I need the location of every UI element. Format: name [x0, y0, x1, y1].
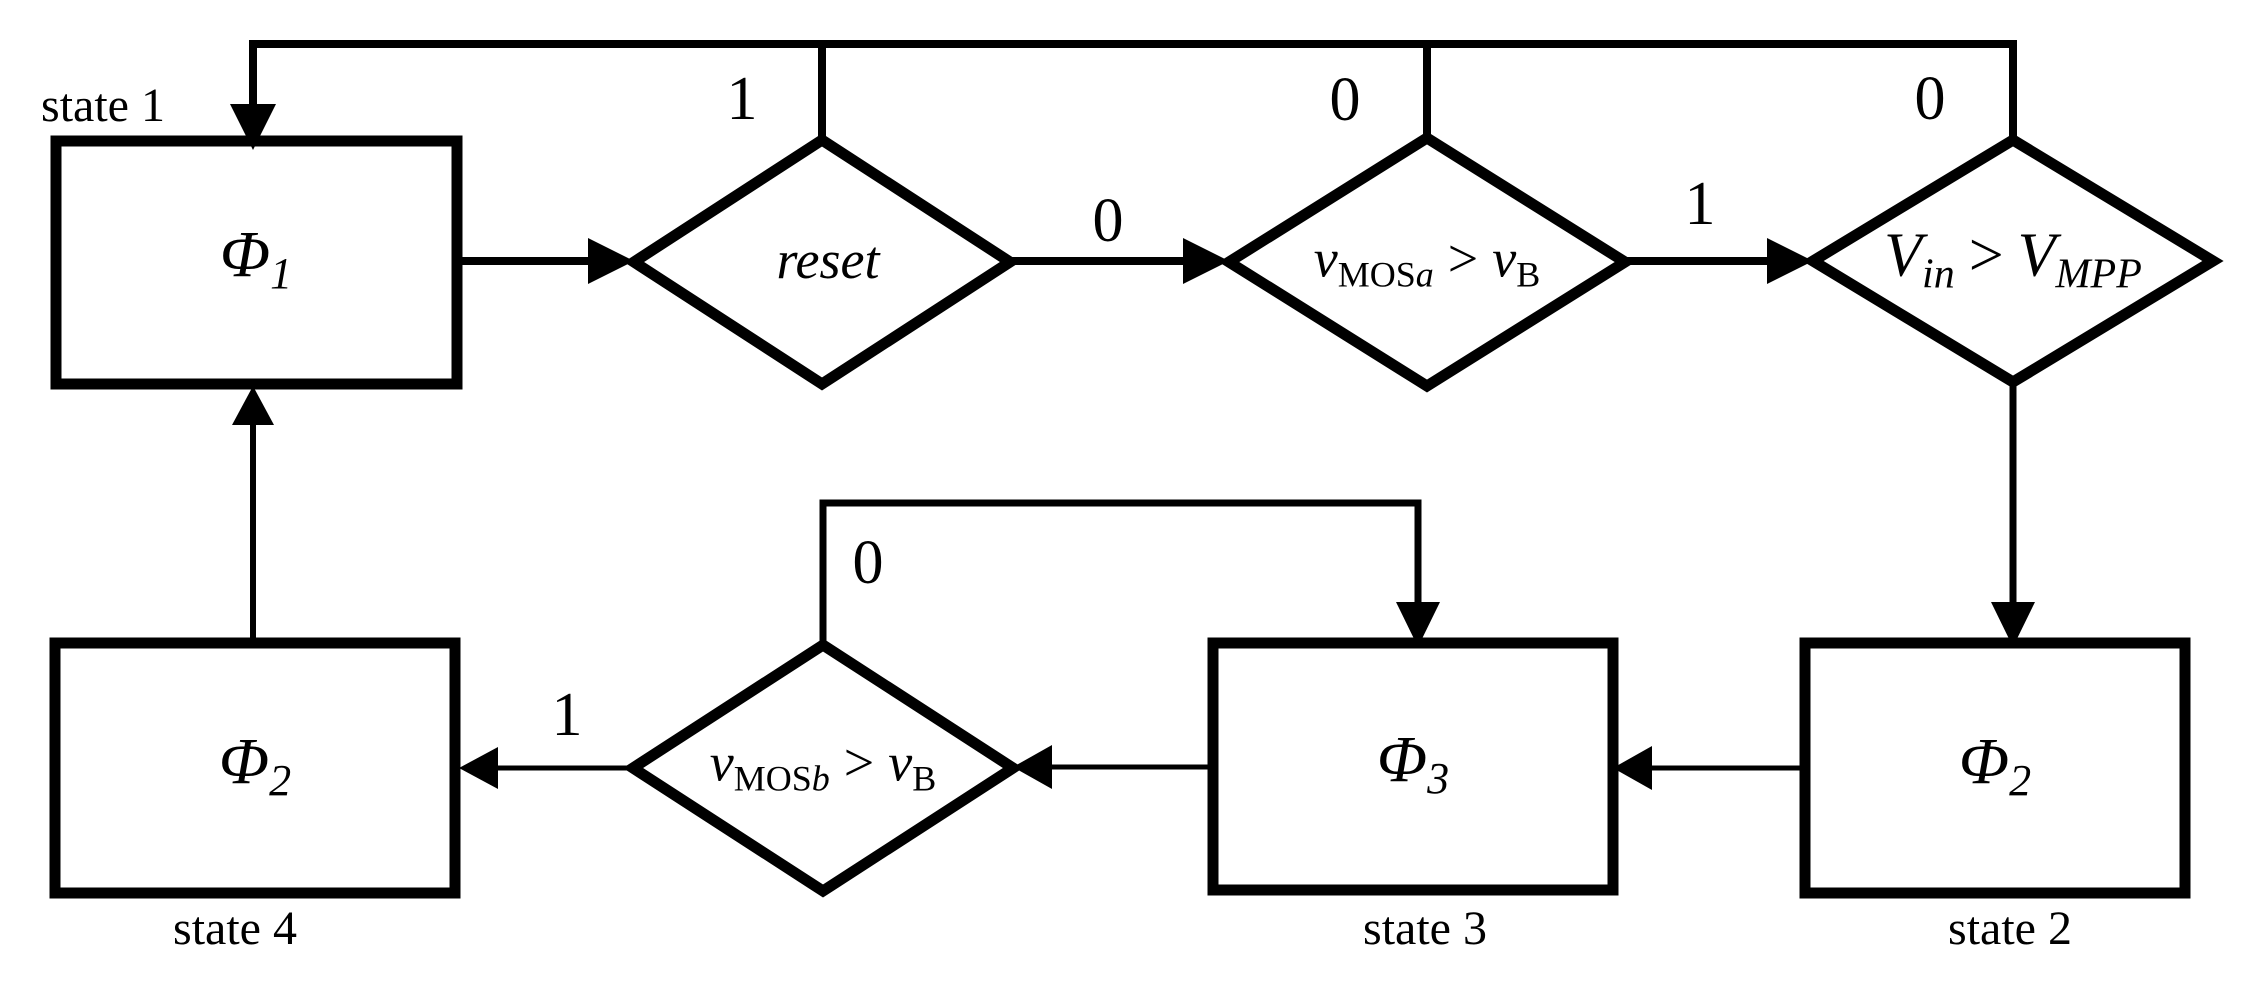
vin-rhs-sub-it: MPP	[2055, 251, 2142, 298]
branch-label-vmosa-false: 0	[1329, 66, 1361, 134]
branch-label-reset-false: 0	[1092, 187, 1124, 255]
phi-subscript: 2	[2009, 756, 2032, 805]
state4-phase-label: Φ2	[219, 729, 291, 803]
vmosb-lhs: v	[709, 732, 734, 793]
arrowhead-into-vmosb	[1013, 745, 1052, 789]
branch-label-vin-false: 0	[1914, 65, 1946, 133]
vmosa-lhs: v	[1313, 228, 1338, 289]
branch-label-vmosb-true: 1	[551, 681, 583, 749]
state3-box	[1207, 637, 1619, 896]
decision-vmosb-label: vMOSb>vB	[710, 736, 936, 797]
state2-phase-label: Φ2	[1959, 729, 2031, 803]
decision-vmosa-diamond	[1218, 131, 1636, 393]
vmosa-rhs-sub: B	[1516, 254, 1541, 295]
decision-vin-diamond	[1802, 133, 2224, 389]
arrowhead-into-state1-top	[230, 104, 276, 150]
vmosa-lhs-sub-it: a	[1415, 254, 1434, 295]
state1-caption: state 1	[41, 79, 165, 132]
arrowhead-into-state1-bottom	[232, 386, 274, 425]
phi-subscript: 3	[1427, 754, 1450, 803]
state4-box	[49, 637, 461, 899]
branch-label-reset-true: 1	[726, 65, 758, 133]
vmosa-op: >	[1447, 228, 1479, 289]
vmosb-lhs-sub: MOS	[733, 758, 812, 799]
arrowhead-into-reset	[588, 238, 634, 284]
arrowhead-into-state3-top	[1396, 602, 1440, 647]
vin-lhs-sub-it: in	[1922, 251, 1955, 298]
vin-op: >	[1968, 221, 2004, 290]
vin-lhs: V	[1884, 221, 1923, 290]
vmosa-rhs: v	[1492, 228, 1517, 289]
state2-caption: state 2	[1948, 902, 2072, 955]
reset-text: reset	[776, 230, 880, 290]
state3-caption: state 3	[1363, 902, 1487, 955]
branch-label-vmosb-false: 0	[852, 529, 884, 597]
feedback-line-top	[249, 40, 2017, 146]
vmosb-rhs-sub: B	[912, 758, 937, 799]
state3-phase-label: Φ3	[1377, 727, 1449, 801]
phi-symbol: Φ	[1958, 725, 2010, 798]
arrowhead-into-vin	[1767, 238, 1813, 284]
decision-vin-label: Vin>VMPP	[1884, 225, 2142, 296]
decision-vmosb-diamond	[622, 638, 1024, 898]
state2-box	[1799, 637, 2191, 899]
branch-label-vmosa-true: 1	[1684, 170, 1716, 238]
phi-symbol: Φ	[219, 218, 271, 291]
arrowhead-into-state2	[1991, 602, 2035, 647]
arrowhead-into-state4	[459, 747, 498, 789]
vmosb-lhs-sub-it: b	[811, 758, 830, 799]
state1-phase-label: Φ1	[220, 222, 292, 296]
vin-rhs: V	[2017, 221, 2056, 290]
phi-subscript: 2	[269, 756, 292, 805]
phi-symbol: Φ	[1376, 723, 1428, 796]
vmosb-op: >	[843, 732, 875, 793]
decision-reset-label: reset	[777, 233, 880, 287]
arrowhead-into-state3-right	[1613, 746, 1652, 790]
arrowhead-into-vmosa	[1183, 238, 1229, 284]
vmosb-rhs: v	[888, 732, 913, 793]
loop-vmosb-to-state3	[819, 499, 1422, 645]
decision-reset-diamond	[623, 133, 1021, 391]
phi-symbol: Φ	[218, 725, 270, 798]
state4-caption: state 4	[173, 902, 297, 955]
vmosa-lhs-sub: MOS	[1337, 254, 1416, 295]
decision-vmosa-label: vMOSa>vB	[1314, 232, 1540, 293]
phi-subscript: 1	[270, 249, 293, 298]
